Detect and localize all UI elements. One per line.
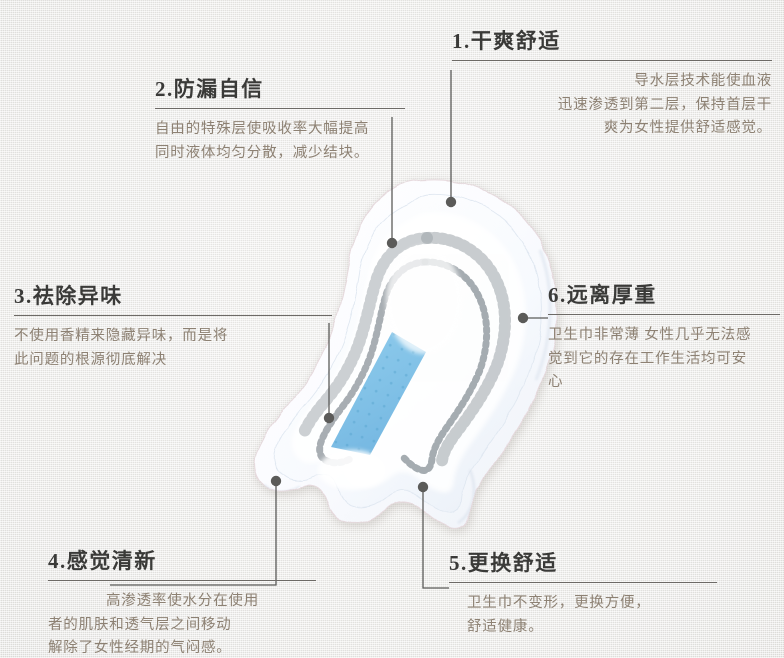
callout-3-title: 3.祛除异味 xyxy=(14,284,123,308)
callout-2: 2.防漏自信 自由的特殊层使吸收率大幅提高 同时液体均匀分散，减少结块。 xyxy=(155,77,405,165)
callout-1-rule xyxy=(452,60,772,62)
callout-5-title: 5.更换舒适 xyxy=(449,551,558,575)
leader-line-5 xyxy=(422,489,449,589)
callout-3-line-2: 此问题的根源彻底解决 xyxy=(14,351,167,368)
callout-5-body: 卫生巾不变形，更换方便， 舒适健康。 xyxy=(449,592,717,639)
callout-4-rule xyxy=(48,580,316,582)
callout-6: 6.远离厚重 卫生巾非常薄 女性几乎无法感 觉到它的存在工作生活均可安 心 xyxy=(548,283,780,395)
leader-dot-1 xyxy=(445,196,457,208)
leader-dot-2 xyxy=(386,237,398,249)
callout-6-line-1: 卫生巾非常薄 女性几乎无法感 xyxy=(548,327,752,344)
callout-6-body: 卫生巾非常薄 女性几乎无法感 觉到它的存在工作生活均可安 心 xyxy=(548,324,780,394)
leader-dot-5 xyxy=(417,481,429,493)
callout-4-line-1: 高渗透率使水分在使用 xyxy=(106,593,259,610)
callout-1-line-3: 爽为女性提供舒适感觉。 xyxy=(603,120,772,137)
callout-1-title: 1.干爽舒适 xyxy=(452,29,561,53)
callout-3: 3.祛除异味 不使用香精来隐藏异味，而是将 此问题的根源彻底解决 xyxy=(14,284,332,372)
leader-dots xyxy=(270,196,529,493)
callout-2-line-2: 同时液体均匀分散，减少结块。 xyxy=(155,144,370,161)
leader-line-4 xyxy=(110,483,277,586)
callout-4-line-3: 解除了女性经期的气闷感。 xyxy=(48,640,232,657)
callout-3-rule xyxy=(14,315,332,317)
callout-4-title: 4.感觉清新 xyxy=(48,549,157,573)
callout-2-line-1: 自由的特殊层使吸收率大幅提高 xyxy=(155,121,370,138)
callout-6-rule xyxy=(548,314,780,316)
callout-2-title: 2.防漏自信 xyxy=(155,77,264,101)
callout-6-line-3: 心 xyxy=(548,374,564,391)
leader-dot-6 xyxy=(517,312,529,324)
callout-5-line-2: 舒适健康。 xyxy=(467,618,544,635)
callout-1-line-2: 迅速渗透到第二层，保持首层干 xyxy=(557,96,772,113)
callout-3-line-1: 不使用香精来隐藏异味，而是将 xyxy=(14,328,229,345)
callout-2-rule xyxy=(155,108,405,110)
callout-1-body: 导水层技术能使血液 迅速渗透到第二层，保持首层干 爽为女性提供舒适感觉。 xyxy=(452,70,772,140)
callout-5-rule xyxy=(449,582,717,584)
callout-4-body: 高渗透率使水分在使用 者的肌肤和透气层之间移动 解除了女性经期的气闷感。 xyxy=(48,590,316,658)
leader-dot-4 xyxy=(270,475,282,487)
callout-2-body: 自由的特殊层使吸收率大幅提高 同时液体均匀分散，减少结块。 xyxy=(155,118,405,165)
callout-5-line-1: 卫生巾不变形，更换方便， xyxy=(467,595,651,612)
leader-dot-3 xyxy=(323,412,335,424)
callout-6-title: 6.远离厚重 xyxy=(548,283,657,307)
callout-6-line-2: 觉到它的存在工作生活均可安 xyxy=(548,350,747,367)
callout-1: 1.干爽舒适 导水层技术能使血液 迅速渗透到第二层，保持首层干 爽为女性提供舒适… xyxy=(452,29,772,141)
callout-5: 5.更换舒适 卫生巾不变形，更换方便， 舒适健康。 xyxy=(449,551,717,639)
callout-3-body: 不使用香精来隐藏异味，而是将 此问题的根源彻底解决 xyxy=(14,325,332,372)
callout-1-line-1: 导水层技术能使血液 xyxy=(634,73,772,90)
callout-4: 4.感觉清新 高渗透率使水分在使用 者的肌肤和透气层之间移动 解除了女性经期的气… xyxy=(48,549,316,658)
callout-4-line-2: 者的肌肤和透气层之间移动 xyxy=(48,616,232,633)
